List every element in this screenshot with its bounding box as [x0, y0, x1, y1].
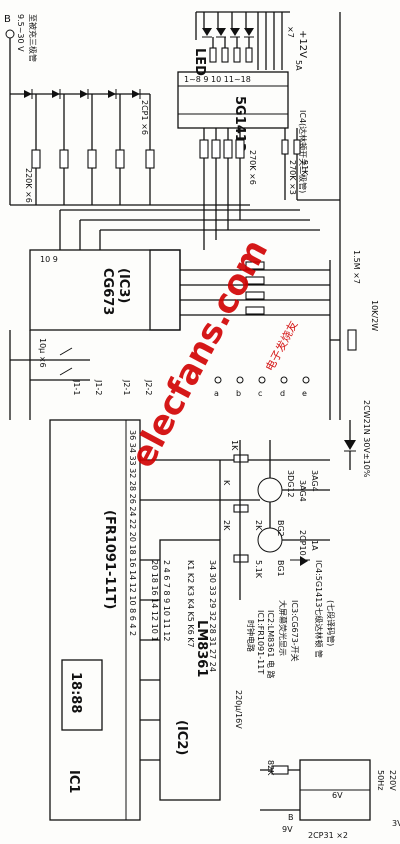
relay1-label: J1-1: [72, 379, 81, 395]
ic4-driver: 5G1413 1~8 9 10 11~18: [177, 71, 289, 152]
hz-label: 50Hz: [376, 770, 385, 790]
seven-seg-display: 18:88: [61, 659, 103, 731]
ic1-chip: 36 34 33 32 28 26 24 22 20 18 16 14 12 1…: [49, 419, 141, 821]
ic1-label: IC1: [66, 770, 81, 793]
r270-label: 270K ×6: [248, 150, 257, 185]
r2k-label: 2K: [222, 520, 231, 531]
watermark-sub: 电子发烧友: [262, 318, 300, 373]
input-b-label: B: [4, 14, 11, 25]
ic3-chip: (IC3) CG673 10 9: [29, 249, 181, 331]
r2k2-label: 2K: [254, 520, 263, 531]
resistor-bank-1m5: [245, 261, 265, 315]
ic4-pins-label: 1~8 9 10 11~18: [184, 75, 251, 84]
display-readout: 18:88: [68, 672, 83, 713]
ic2-chip: LM8361 (IC2) 2 4 6 7 8 9 10 11 12 34 30 …: [159, 539, 221, 801]
va-label: 3VA: [392, 819, 400, 828]
resistor-bank-220k: [31, 149, 155, 169]
r51-label: 51K: [300, 160, 309, 176]
resistor-bank-270k: [199, 139, 245, 159]
r220-label: 220K ×6: [24, 168, 33, 203]
mains-label: 220V: [388, 770, 397, 791]
relay2-label: J1-2: [94, 379, 103, 395]
r1m5-label: 1.5M ×7: [352, 250, 361, 284]
switch-b-label: b: [236, 389, 241, 398]
bottom-b-label: B: [288, 813, 294, 822]
k-row-label: K1 K2 K3 K4 K5 K6 K7: [186, 560, 195, 648]
zener-diode: [344, 420, 356, 470]
ic2-part-label: LM8361: [194, 620, 209, 677]
ic2-row2-label: 20 18 16 14 12 10 1: [150, 560, 159, 641]
watermark: elecfans.com 电子发烧友: [123, 233, 301, 474]
v6-label: 6V: [332, 791, 343, 800]
r51k-label: 5.1K: [254, 560, 263, 579]
caprow-label: 10μ ×6: [38, 338, 47, 368]
cap-label: 220μ/16V: [234, 690, 243, 729]
led-array: [195, 11, 290, 70]
zener-label: 2CW21N 30V±10%: [362, 400, 371, 478]
ic4-part-label: 5G1413: [232, 96, 247, 152]
rk-label: K: [222, 480, 231, 486]
legend-line-4: 大屏幕荧光显示: [278, 600, 288, 656]
bg-type-label: 3AG4: [298, 480, 307, 502]
xtal-label: 3AG4: [310, 470, 319, 492]
input-range-label: 9.5~30 V: [16, 14, 25, 52]
bg2-label: BG2: [276, 520, 285, 537]
power-transformer: [260, 759, 371, 821]
cp-label: 2CP31 ×2: [308, 831, 348, 840]
relay-contacts: 10μ ×6 J1-1 J1-2 J2-1 J2-2: [9, 330, 153, 420]
relay4-label: J2-2: [144, 379, 153, 395]
ic2-row1-label: 2 4 6 7 8 9 10 11 12: [162, 560, 171, 641]
ic3-pins-label: 10 9: [40, 255, 58, 264]
legend-line-2: IC1:FR1091-11T: [256, 610, 265, 674]
led-label: LED: [192, 48, 207, 76]
ic2-label: (IC2): [174, 720, 189, 755]
led-diodes: [202, 28, 254, 38]
ic1-part-label: (FR1091-11T): [102, 510, 117, 609]
bg1-label: 3DG12: [286, 470, 295, 498]
r1k-label: 1K: [230, 440, 239, 451]
legend-block: 时钟电路 IC1:FR1091-11T IC2:LM8361 电 路 大屏幕荧光…: [246, 560, 336, 679]
relay3-label: J2-1: [122, 379, 131, 395]
diode-chain: [24, 89, 141, 99]
led-count-label: ×7: [286, 26, 295, 38]
ic3-label: (IC3): [116, 268, 131, 303]
legend-line-1: 时钟电路: [246, 620, 256, 652]
switch-c-label: c: [258, 389, 262, 398]
zener2-label: 2CP10: [298, 530, 307, 556]
r270b-label: 270K ×3: [288, 160, 297, 195]
r10k-label: 10K/2W: [370, 300, 379, 331]
legend-line-7: (七段译码管): [326, 600, 336, 646]
ic2-row3-label: 34 30 33 29 32 28 31 27 24: [208, 560, 217, 672]
bg3-label: BG1: [276, 560, 285, 577]
plus12-label: +12V: [297, 30, 308, 58]
input-terminal: B 9.5~30 V 至被充三极管: [4, 14, 38, 62]
note1-label: 1A: [310, 540, 319, 551]
watermark-text: elecfans.com: [123, 233, 277, 474]
legend-line-6: IC4:5G1413七级达林顿 管: [314, 560, 324, 658]
ic3-part-label: CG673: [100, 268, 115, 315]
switch-e-label: e: [302, 389, 307, 398]
diodes-label: 2CP1 ×6: [140, 100, 149, 135]
r82-label: 82K: [266, 760, 275, 776]
switch-letters: a b c d e: [214, 376, 310, 398]
legend-line-3: IC2:LM8361 电 路: [266, 610, 276, 679]
ic1-pins-label: 36 34 33 32 28 26 24 22 20 18 16 14 12 1…: [128, 430, 137, 636]
legend-line-5: IC3:CG673-开关: [290, 600, 300, 662]
input-note-label: 至被充三极管: [28, 14, 38, 62]
ic4-note-label: IC4(达林顿开关二极管): [298, 110, 308, 193]
bottom-9v-label: 9V: [282, 825, 293, 834]
switch-a-label: a: [214, 389, 219, 398]
r5a-label: 5A: [294, 60, 303, 71]
transistor-stage: [233, 440, 330, 600]
switch-d-label: d: [280, 389, 285, 398]
